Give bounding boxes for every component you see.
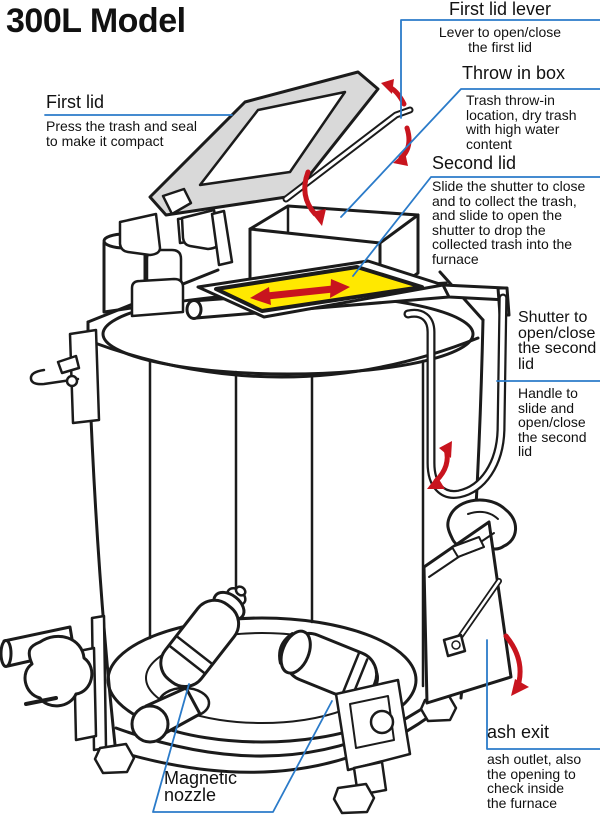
ash-exit-door xyxy=(422,498,517,705)
ash-exit-description: ash outlet, also the opening to check in… xyxy=(487,751,582,811)
magnetic-nozzle-left xyxy=(130,585,247,744)
leader-magnetic-nozzle xyxy=(152,683,333,813)
side-latch xyxy=(29,328,101,425)
first-lid-description: Press the trash and seal to make it comp… xyxy=(46,118,197,149)
leader-second-lid xyxy=(352,176,600,277)
arrow-drop-into-box xyxy=(302,169,326,226)
throw-in-box-label: Throw in box xyxy=(462,63,566,83)
first-lid-lever-rod xyxy=(282,106,414,203)
magnetic-nozzle-label: Magnetic nozzle xyxy=(164,768,238,805)
second-lid-description: Slide the shutter to close and to collec… xyxy=(432,178,586,267)
foot-left xyxy=(93,742,136,775)
arrow-handle-slide xyxy=(427,441,452,489)
ash-exit-label: ash exit xyxy=(487,722,550,742)
handle-label: Handle to slide and open/close the secon… xyxy=(518,385,587,460)
second-lid-label: Second lid xyxy=(432,153,517,173)
page-title: 300L Model xyxy=(6,2,186,40)
arrow-first-lid-open xyxy=(381,79,407,107)
leader-throw-in-box xyxy=(340,88,600,218)
first-lid-lever-label: First lid lever xyxy=(448,0,551,19)
furnace-floor xyxy=(106,616,418,744)
first-lid-label: First lid xyxy=(46,92,104,112)
arrow-shutter-slide xyxy=(250,279,350,305)
first-lid-lever-description: Lever to open/close the first lid xyxy=(438,24,562,55)
first-lid-drawing xyxy=(118,70,414,267)
arrow-ash-door-open xyxy=(503,633,529,696)
ash-pipe-assembly xyxy=(0,614,108,752)
shutter-label: Shutter to open/close the second lid xyxy=(518,309,597,373)
rear-box-step xyxy=(130,277,185,318)
leader-ash-exit xyxy=(486,639,600,750)
furnace-body xyxy=(86,268,485,774)
leader-first-lid-lever xyxy=(400,19,600,119)
throw-in-box-description: Trash throw-in location, dry trash with … xyxy=(466,92,577,152)
handle-loop xyxy=(403,293,508,499)
magnetic-nozzle-right xyxy=(278,629,412,815)
